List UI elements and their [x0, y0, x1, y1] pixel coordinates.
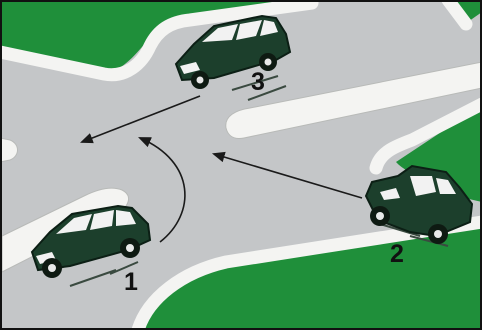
car-number-1: 1: [124, 268, 138, 296]
car-number-3: 3: [251, 68, 265, 96]
car-number-2: 2: [390, 240, 404, 268]
